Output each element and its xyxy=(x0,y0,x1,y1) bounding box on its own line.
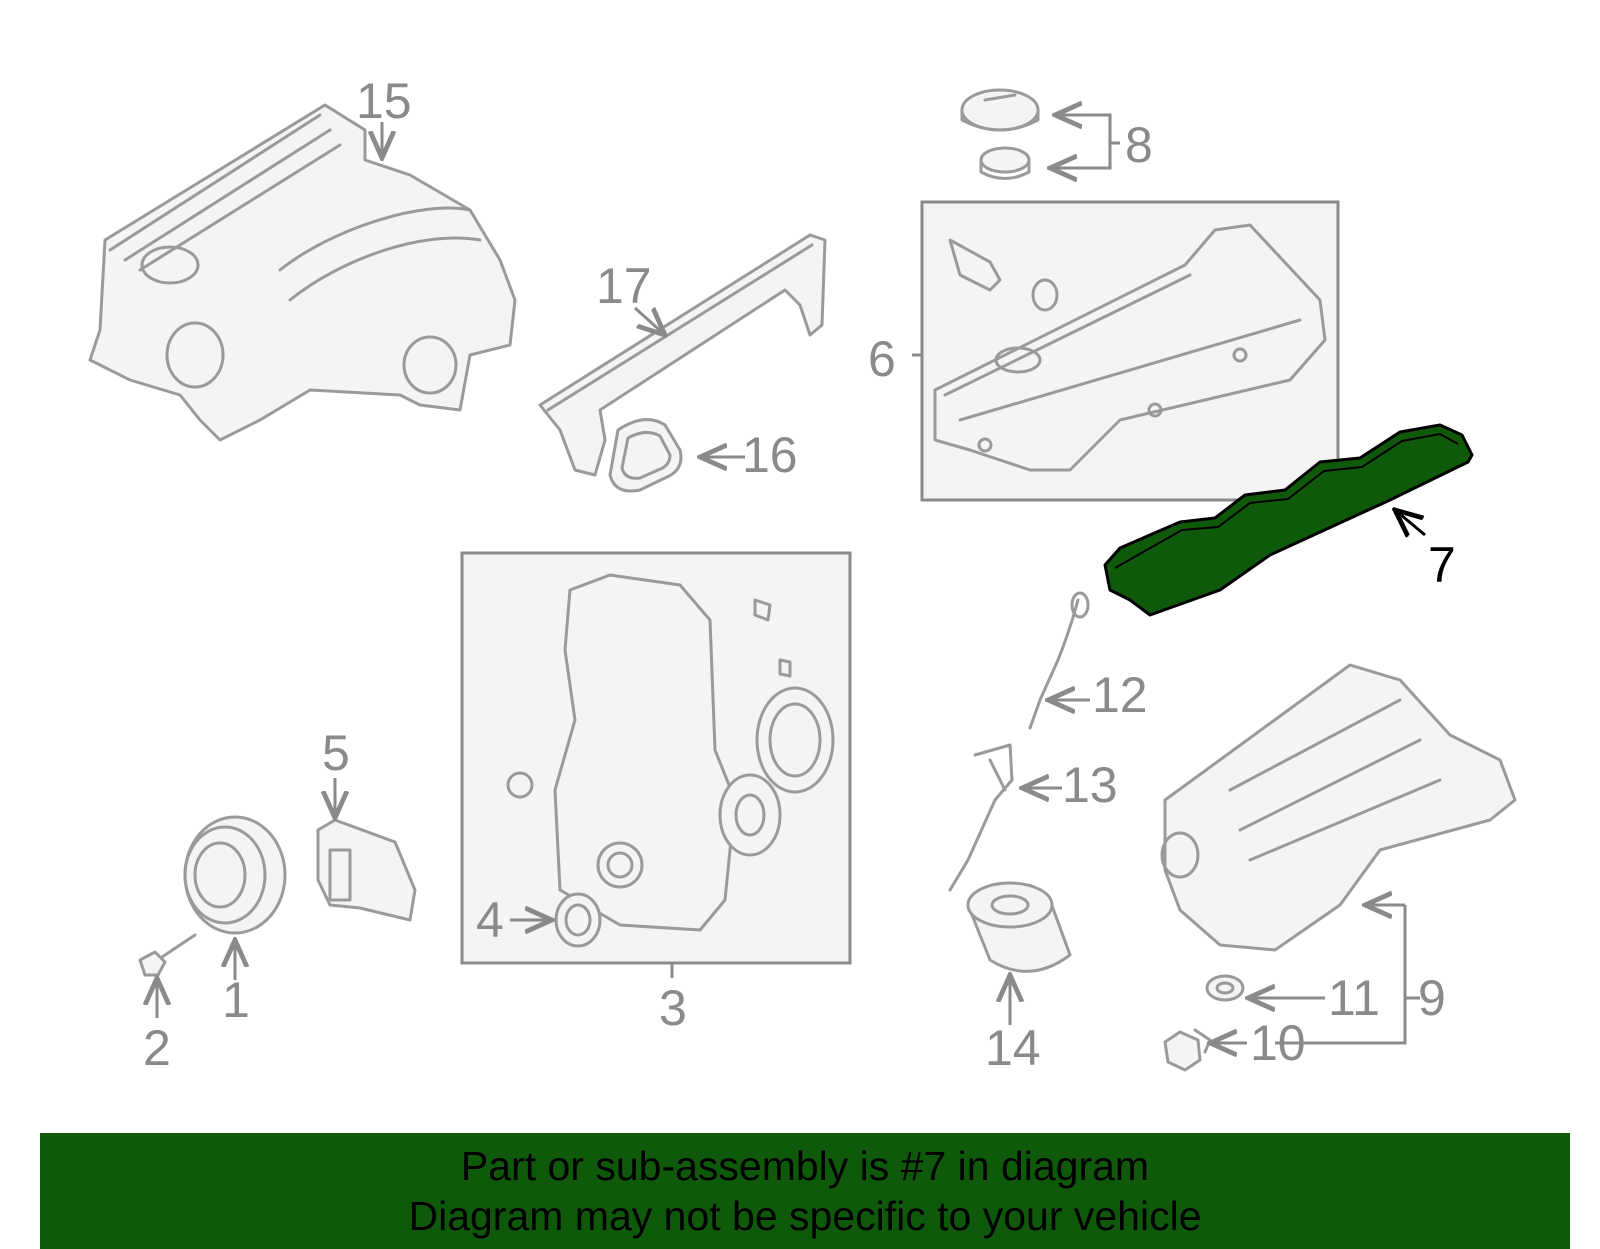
callout-11: 11 xyxy=(1328,970,1380,1026)
timing-cover-assembly-box[interactable] xyxy=(460,551,852,965)
pulley-bolt-part[interactable] xyxy=(138,933,197,977)
banner-line-2: Diagram may not be specific to your vehi… xyxy=(408,1193,1202,1239)
front-seal-part[interactable] xyxy=(554,892,602,948)
callout-1: 1 xyxy=(222,972,250,1028)
leader-lines xyxy=(157,115,1426,1043)
callout-3: 3 xyxy=(659,980,687,1036)
callout-5: 5 xyxy=(322,725,350,781)
callout-7: 7 xyxy=(1428,537,1456,593)
callout-10: 10 xyxy=(1250,1015,1306,1071)
parts-diagram: 1 2 3 4 5 6 7 8 9 10 11 12 13 14 15 16 1… xyxy=(88,73,1517,1076)
valve-cover-assembly-box[interactable] xyxy=(920,200,1340,502)
oil-pan-part[interactable] xyxy=(1160,663,1517,952)
callout-4: 4 xyxy=(476,892,504,948)
callout-labels: 1 2 3 4 5 6 7 8 9 10 11 12 13 14 15 16 1… xyxy=(143,73,1456,1076)
banner-line-1: Part or sub-assembly is #7 in diagram xyxy=(460,1143,1150,1189)
callout-8: 8 xyxy=(1125,117,1153,173)
callout-16: 16 xyxy=(742,427,798,483)
gasket-16-part[interactable] xyxy=(608,418,683,493)
callout-13: 13 xyxy=(1062,757,1118,813)
intake-manifold-part[interactable] xyxy=(88,103,517,442)
callout-12: 12 xyxy=(1092,667,1148,723)
callout-9: 9 xyxy=(1418,970,1446,1026)
callout-6: 6 xyxy=(868,331,896,387)
crank-pulley-part[interactable] xyxy=(183,815,287,935)
valve-cover-gasket-highlight[interactable] xyxy=(1103,423,1474,617)
drain-plug-part[interactable] xyxy=(1163,1028,1212,1072)
bracket-5-part[interactable] xyxy=(316,818,417,922)
callout-2: 2 xyxy=(143,1020,171,1076)
timing-chain-guide-part[interactable] xyxy=(538,233,827,477)
info-banner: Part or sub-assembly is #7 in diagram Di… xyxy=(40,1133,1570,1249)
oil-filler-cap-part[interactable] xyxy=(960,88,1040,180)
oil-filter-part[interactable] xyxy=(966,881,1072,973)
dipstick-tube-part[interactable] xyxy=(948,743,1014,892)
dipstick-part[interactable] xyxy=(1028,591,1090,730)
callout-17: 17 xyxy=(596,258,652,314)
drain-washer-part[interactable] xyxy=(1205,974,1245,1002)
callout-14: 14 xyxy=(985,1020,1041,1076)
callout-15: 15 xyxy=(356,73,412,129)
